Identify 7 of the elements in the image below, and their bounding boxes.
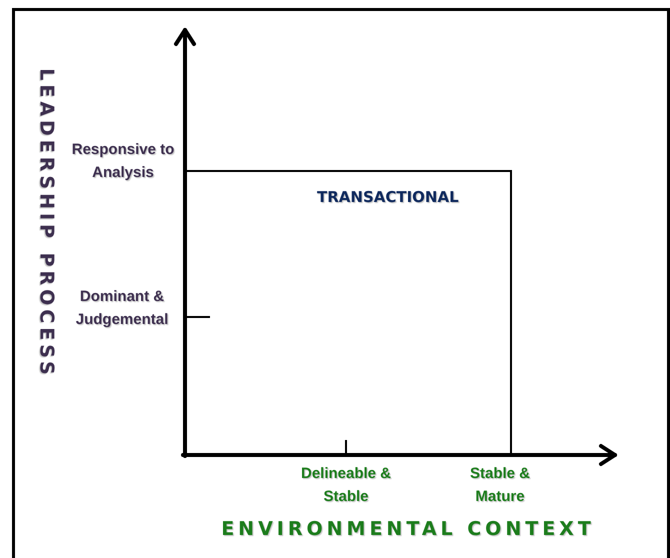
axis-value-label: Responsive to Analysis: [70, 140, 176, 183]
axis-value-label: Stable & Mature: [468, 464, 531, 507]
axis-title: ENVIRONMENTAL CONTEXT: [220, 518, 596, 541]
axis-value-label: Dominant & Judgemental: [74, 287, 170, 330]
axis-title: LEADERSHIP PROCESS: [34, 67, 58, 381]
quadrant-label: TRANSACTIONAL: [317, 188, 459, 206]
axis-value-label: Delineable & Stable: [300, 464, 392, 507]
